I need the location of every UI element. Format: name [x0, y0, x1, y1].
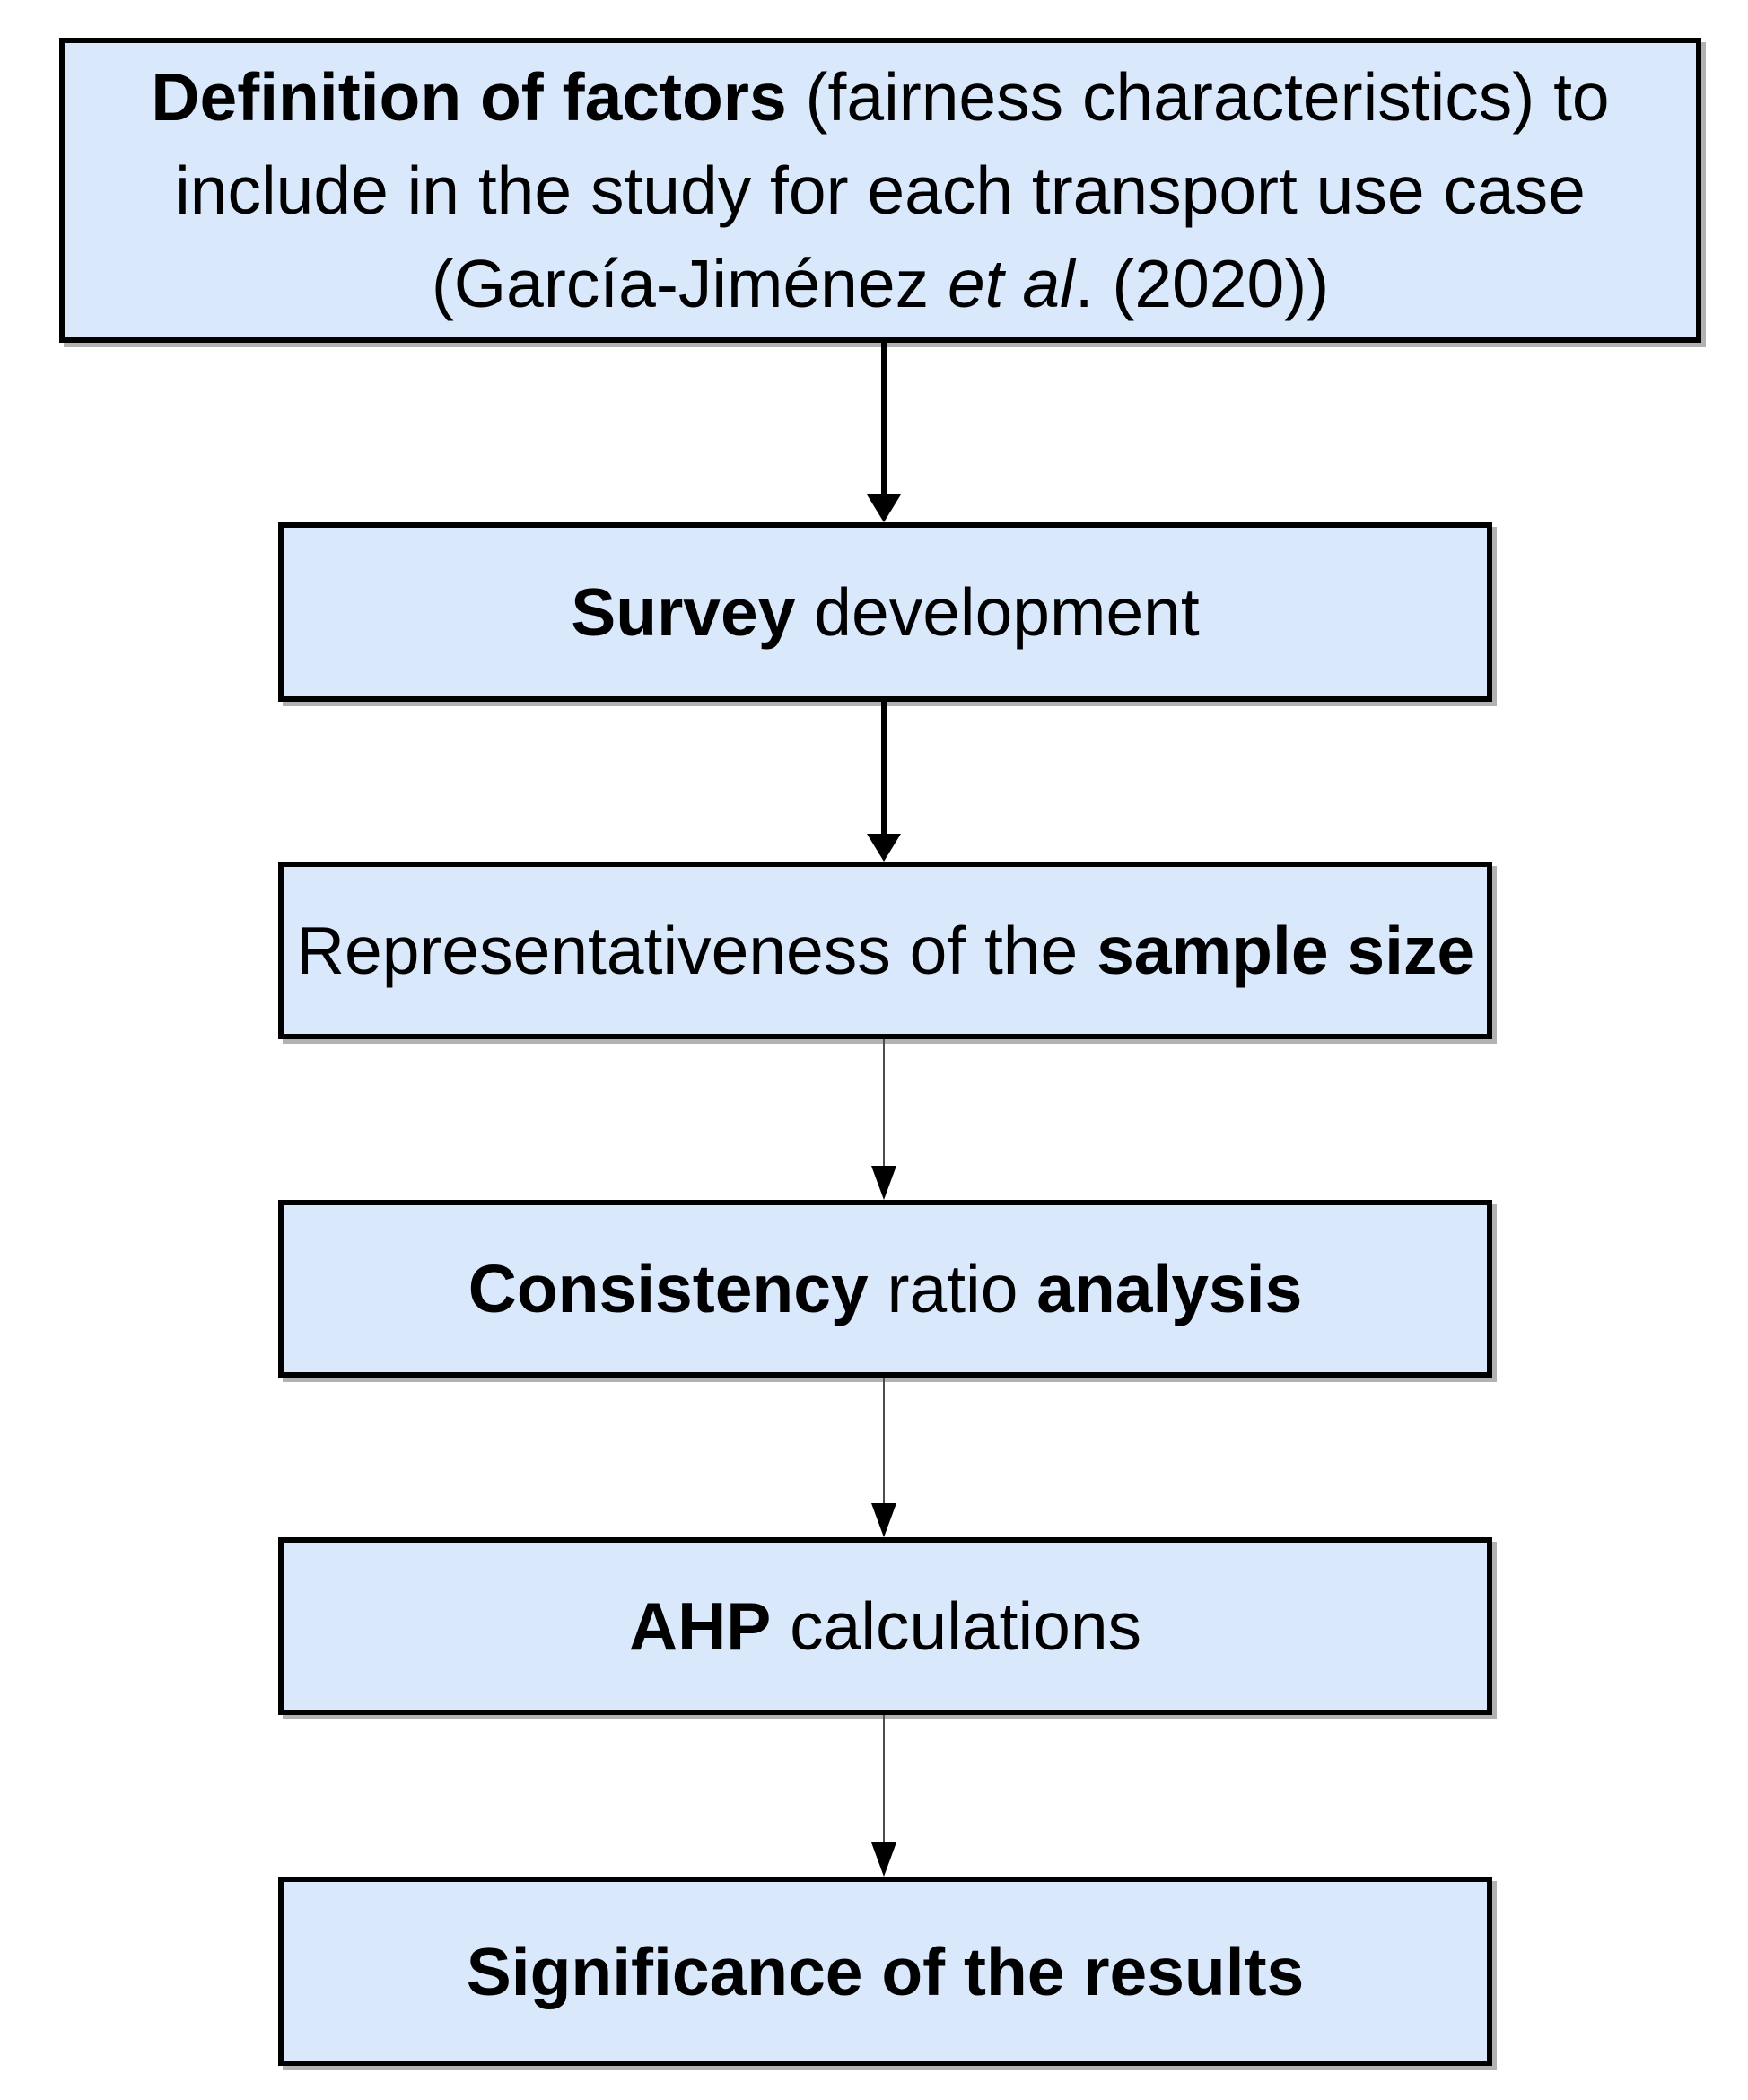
box-text-line: (García-Jiménez et al. (2020)): [431, 246, 1330, 321]
arrow-shaft: [883, 1378, 885, 1503]
box-text-line: AHP calculations: [628, 1588, 1142, 1664]
arrow-shaft: [883, 1039, 885, 1166]
box-text-line: Survey development: [571, 574, 1200, 650]
arrow-shaft: [881, 702, 887, 834]
edge-consistency-to-ahp: [867, 1378, 901, 1537]
flow-box-representativeness-sample-size: Representativeness of the sample size: [278, 862, 1492, 1039]
edge-definition-to-survey: [867, 343, 901, 522]
edge-survey-to-representativeness: [867, 702, 901, 862]
box-text-line: Representativeness of the sample size: [295, 913, 1475, 988]
box-text-line: Consistency ratio analysis: [468, 1251, 1303, 1326]
arrowhead-down-icon: [867, 494, 901, 522]
flow-box-ahp-calculations: AHP calculations: [278, 1537, 1492, 1715]
arrow-shaft: [883, 1715, 885, 1842]
flow-box-significance-of-results: Significance of the results: [278, 1877, 1492, 2066]
arrowhead-down-icon: [871, 1166, 896, 1200]
box-text-line: include in the study for each transport …: [175, 153, 1586, 228]
flow-box-definition-of-factors: Definition of factors (fairness characte…: [59, 38, 1701, 343]
arrowhead-down-icon: [867, 834, 901, 862]
edge-representativeness-to-consistency: [867, 1039, 901, 1200]
arrowhead-down-icon: [871, 1503, 896, 1537]
flow-box-consistency-ratio-analysis: Consistency ratio analysis: [278, 1200, 1492, 1378]
box-text-line: Significance of the results: [466, 1933, 1305, 2009]
flow-box-survey-development: Survey development: [278, 522, 1492, 702]
edge-ahp-to-significance: [867, 1715, 901, 1877]
arrow-shaft: [881, 343, 887, 494]
arrowhead-down-icon: [871, 1842, 896, 1877]
box-text-line: Definition of factors (fairness characte…: [151, 59, 1610, 135]
